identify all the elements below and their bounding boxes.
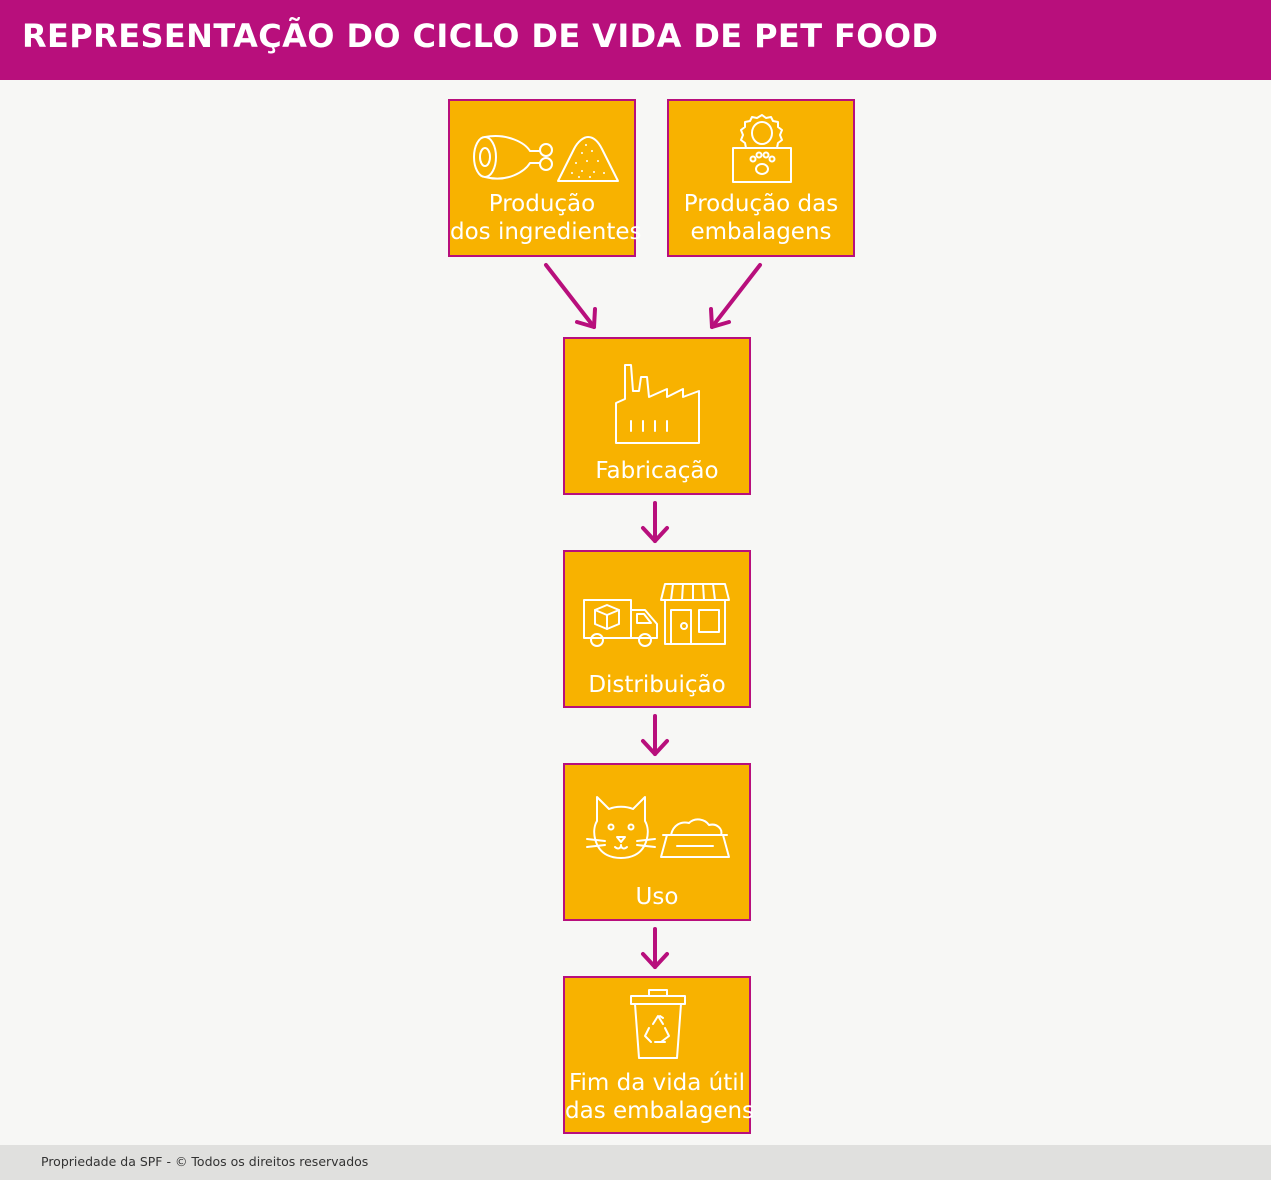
delivery-truck-icon [583,599,658,647]
footer-bar: Propriedade da SPF - © Todos os direitos… [0,1145,1271,1180]
step-label: Produção dos ingredientes [450,190,642,246]
step-label-line: das embalagens [565,1098,755,1124]
step-distribution: Distribuição [563,550,751,708]
step-label-line: dos ingredientes [450,219,642,245]
step-end-of-life: Fim da vida útil das embalagens [563,976,755,1134]
step-label-line: Fim da vida útil [568,1070,746,1096]
arrow-distribution-to-use [641,714,669,756]
arrow-packaging-to-manufacturing [709,263,762,329]
arrow-use-to-end-of-life [641,927,669,969]
pet-food-package-icon [732,114,792,183]
step-use: Uso [563,763,751,921]
step-label-line: Distribuição [588,672,726,698]
step-label-line: Produção [488,191,596,217]
powder-pile-icon [557,136,619,182]
step-label-line: embalagens [690,219,832,245]
arrow-ingredients-to-manufacturing [544,263,597,329]
recycling-bin-icon [630,989,686,1059]
arrow-manufacturing-to-distribution [641,501,669,543]
step-label: Produção das embalagens [669,190,853,246]
step-manufacturing: Fabricação [563,337,751,495]
step-ingredients-production: Produção dos ingredientes [448,99,642,257]
page-title: REPRESENTAÇÃO DO CICLO DE VIDA DE PET FO… [22,17,939,55]
factory-icon [615,364,700,444]
header-bar: REPRESENTAÇÃO DO CICLO DE VIDA DE PET FO… [0,0,1271,80]
food-bowl-icon [660,818,730,858]
step-packaging-production: Produção das embalagens [667,99,855,257]
ham-icon [473,135,553,180]
step-label-line: Produção das [683,191,839,217]
pet-store-icon [660,583,730,645]
step-label: Fim da vida útil das embalagens [565,1069,755,1125]
step-label: Distribuição [565,671,749,699]
step-label: Fabricação [565,457,749,485]
cat-icon [586,796,656,859]
step-label: Uso [565,883,749,911]
step-label-line: Fabricação [595,458,719,484]
copyright-notice: Propriedade da SPF - © Todos os direitos… [41,1154,369,1169]
step-label-line: Uso [635,884,679,910]
